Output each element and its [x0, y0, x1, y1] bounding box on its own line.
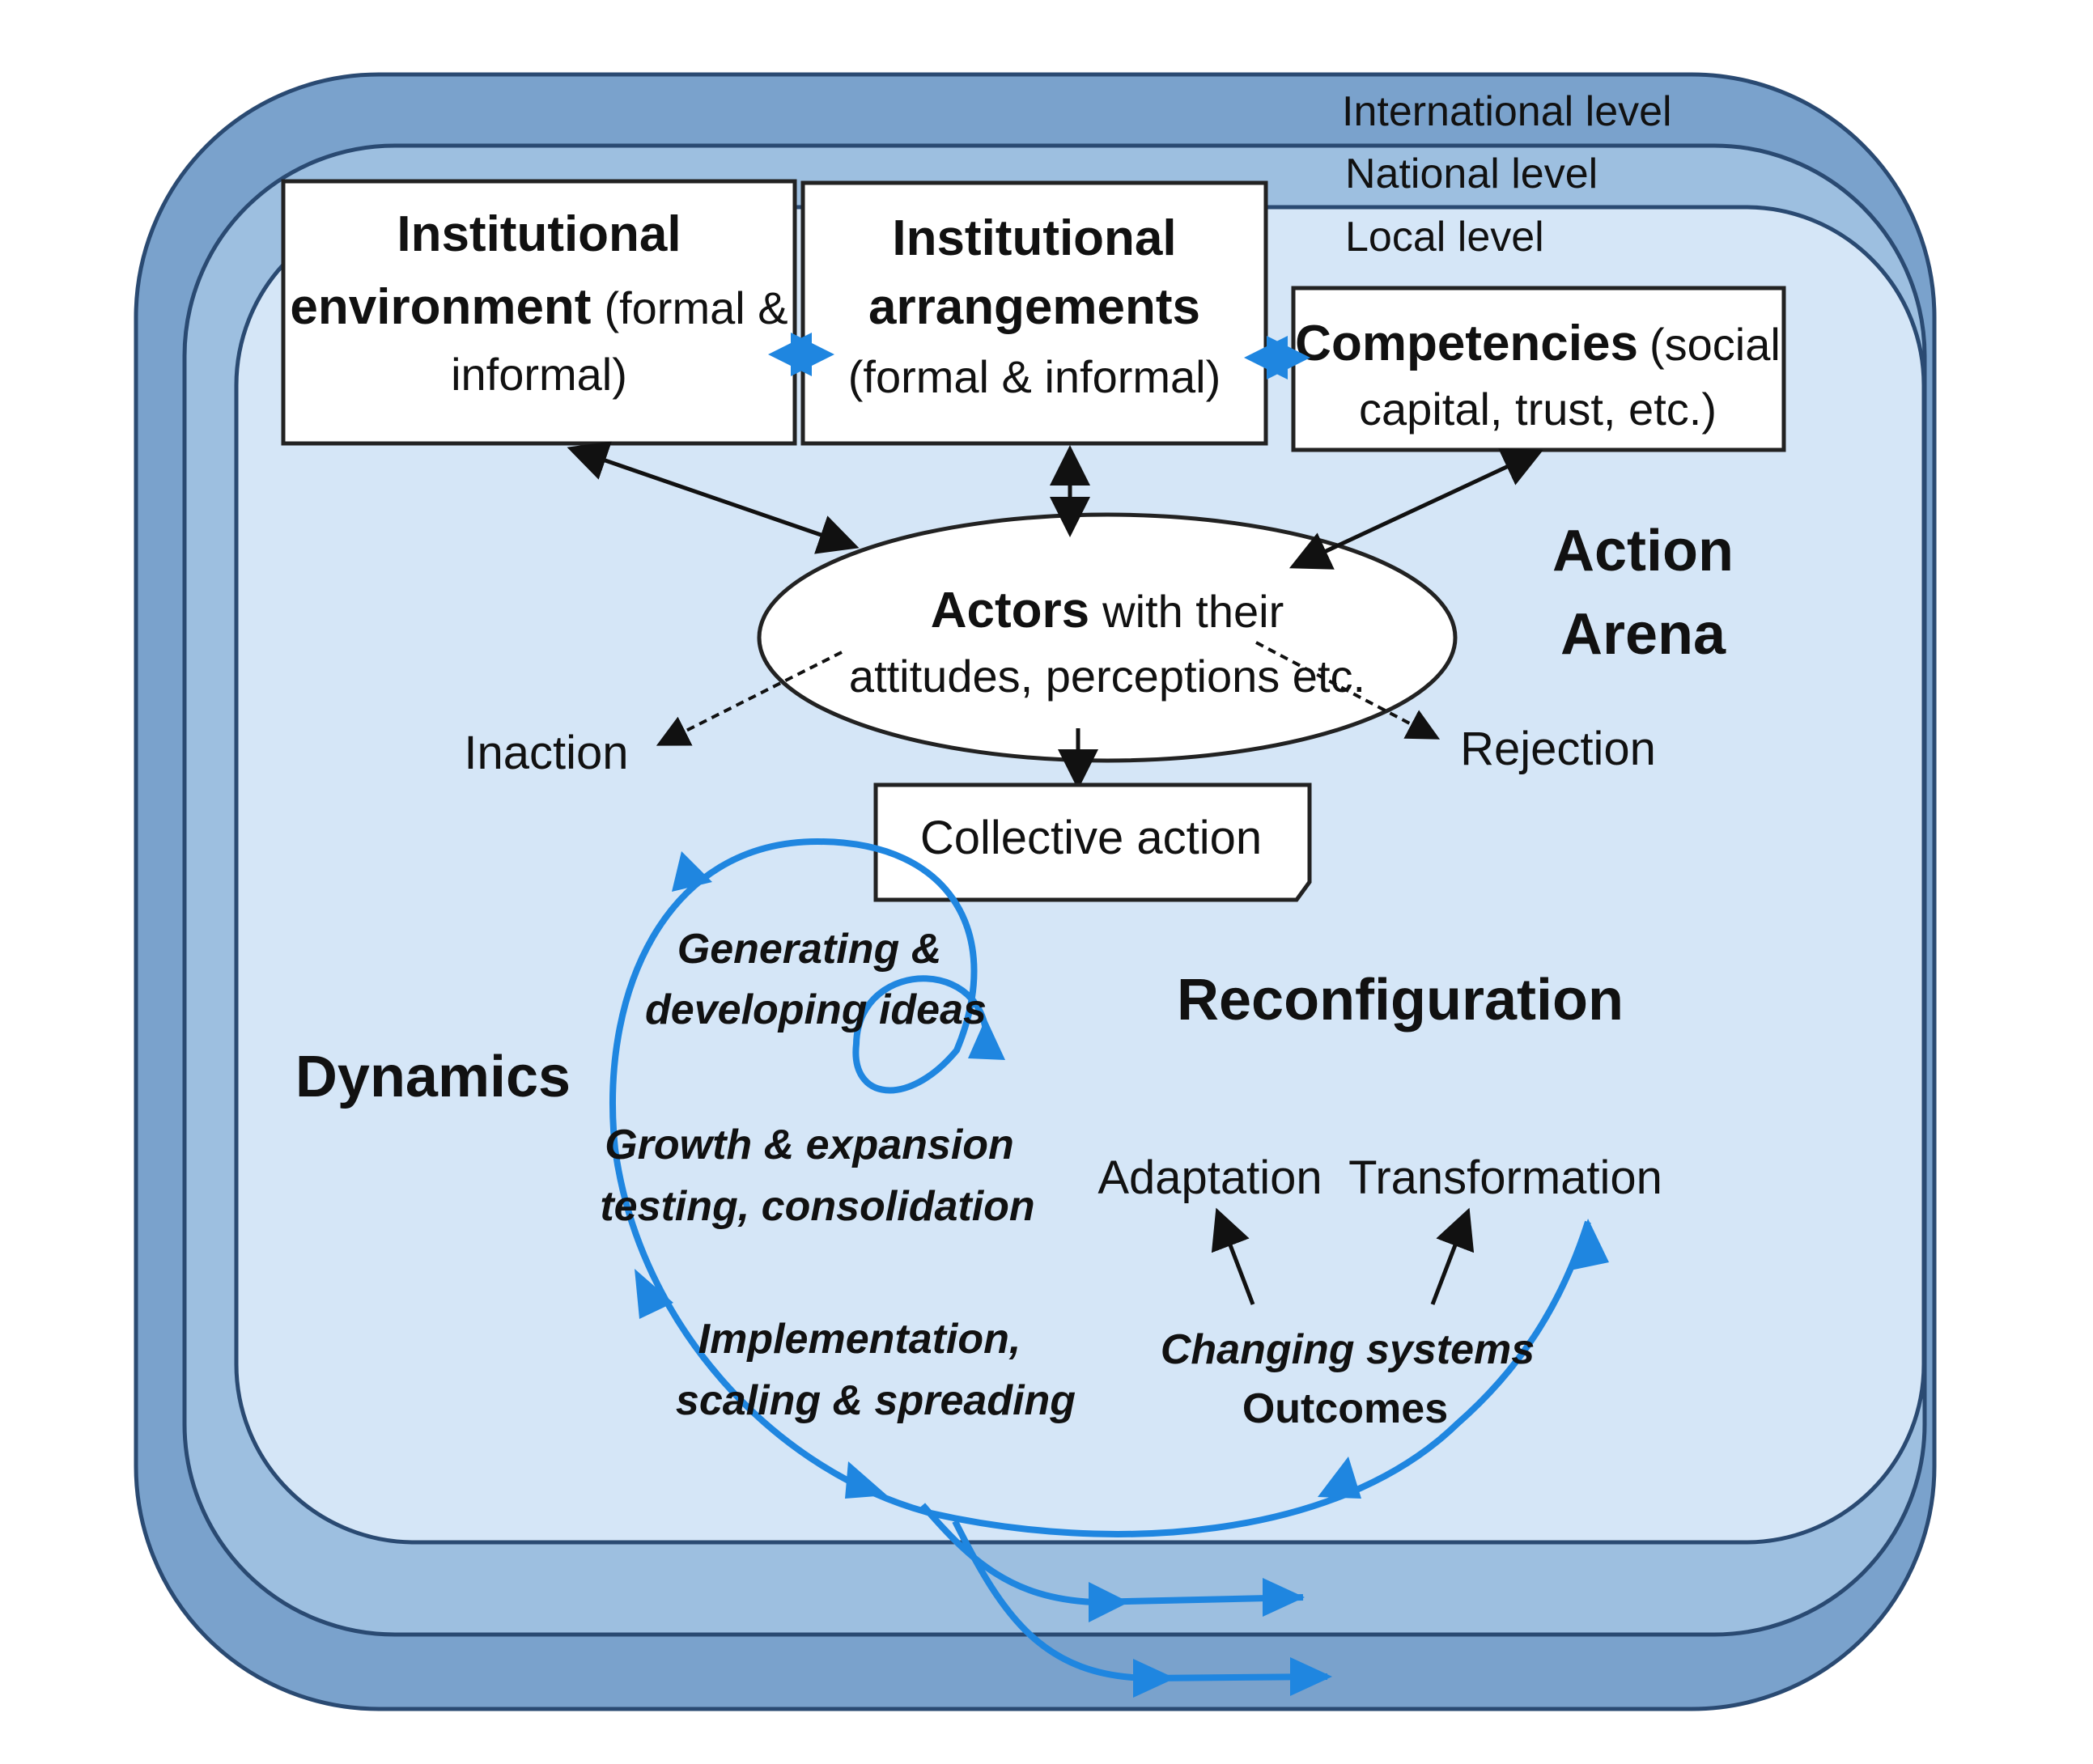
inst-env-line-2: environment (formal & — [290, 279, 788, 335]
actors-line-2: attitudes, perceptions etc. — [849, 651, 1365, 702]
spiral-arrowhead-left — [635, 1269, 673, 1319]
spread-arrowhead-2 — [1263, 1578, 1305, 1617]
env-actors-arrow — [567, 441, 860, 554]
changing-systems-label: Changing systems — [1161, 1326, 1535, 1373]
action-arena-line-2: Arena — [1560, 602, 1726, 667]
competencies-suffix: (social — [1649, 319, 1781, 370]
stage-1-line-1: Generating & — [677, 926, 942, 973]
institutional-arrangements-box — [800, 180, 1268, 446]
competencies-line-2: capital, trust, etc.) — [1359, 384, 1717, 435]
local-level-label: Local level — [1345, 214, 1544, 261]
actors-rest: with their — [1102, 586, 1284, 637]
actors-line-1: Actors with their — [931, 583, 1284, 638]
spread-arrowhead-4 — [1290, 1657, 1332, 1696]
inst-env-suffix: (formal & — [604, 282, 788, 333]
adaptation-arrow — [1211, 1207, 1255, 1305]
spread-path-upper — [919, 1503, 1304, 1606]
transformation-arrow — [1430, 1207, 1475, 1305]
national-level-label: National level — [1345, 151, 1598, 197]
comp-actors-arrow — [1288, 448, 1544, 570]
collective-action-label: Collective action — [920, 812, 1262, 864]
institutional-environment-box — [281, 179, 797, 446]
spiral-arrowhead-end — [1570, 1219, 1609, 1270]
rejection-label: Rejection — [1460, 723, 1656, 775]
stage-1-line-2: developing ideas — [645, 986, 987, 1033]
spread-arrowhead-3 — [1133, 1659, 1175, 1698]
inst-arr-title-1: Institutional — [892, 210, 1176, 266]
stage-2-line-1: Growth & expansion — [605, 1122, 1014, 1168]
collective-action-box — [873, 782, 1312, 902]
adaptation-label: Adaptation — [1097, 1151, 1322, 1204]
inst-env-title-1: Institutional — [397, 206, 681, 262]
spiral-arrowhead-bottom — [845, 1461, 887, 1499]
spiral-arrowhead-inner — [968, 1018, 1005, 1060]
inst-env-title-2: environment — [290, 279, 591, 335]
inaction-label: Inaction — [464, 727, 628, 779]
inaction-arrow — [656, 651, 843, 746]
inst-arr-title-2: arrangements — [868, 279, 1200, 335]
action-arena-line-1: Action — [1552, 519, 1734, 583]
spiral-arrowhead-top — [672, 851, 712, 892]
transformation-label: Transformation — [1348, 1151, 1662, 1204]
competencies-title: Competencies — [1295, 316, 1638, 371]
spread-path-lower — [952, 1520, 1328, 1682]
stage-2-line-2: testing, consolidation — [600, 1183, 1034, 1230]
actors-bold: Actors — [931, 583, 1089, 638]
actors-ellipse — [757, 512, 1458, 763]
stage-3-line-1: Implementation, — [698, 1316, 1021, 1363]
rejection-arrow — [1255, 641, 1441, 740]
dynamics-title: Dynamics — [295, 1045, 571, 1109]
international-level-label: International level — [1342, 88, 1672, 135]
inst-env-line-3: informal) — [451, 349, 627, 400]
stage-3-line-2: scaling & spreading — [676, 1377, 1076, 1424]
reconfiguration-title: Reconfiguration — [1177, 968, 1624, 1033]
spread-arrowhead-1 — [1089, 1582, 1129, 1622]
outcomes-label: Outcomes — [1242, 1385, 1448, 1432]
inst-arr-line-3: (formal & informal) — [848, 351, 1221, 402]
competencies-line-1: Competencies(social — [1295, 316, 1781, 371]
spiral-arrowhead-right — [1318, 1457, 1361, 1499]
